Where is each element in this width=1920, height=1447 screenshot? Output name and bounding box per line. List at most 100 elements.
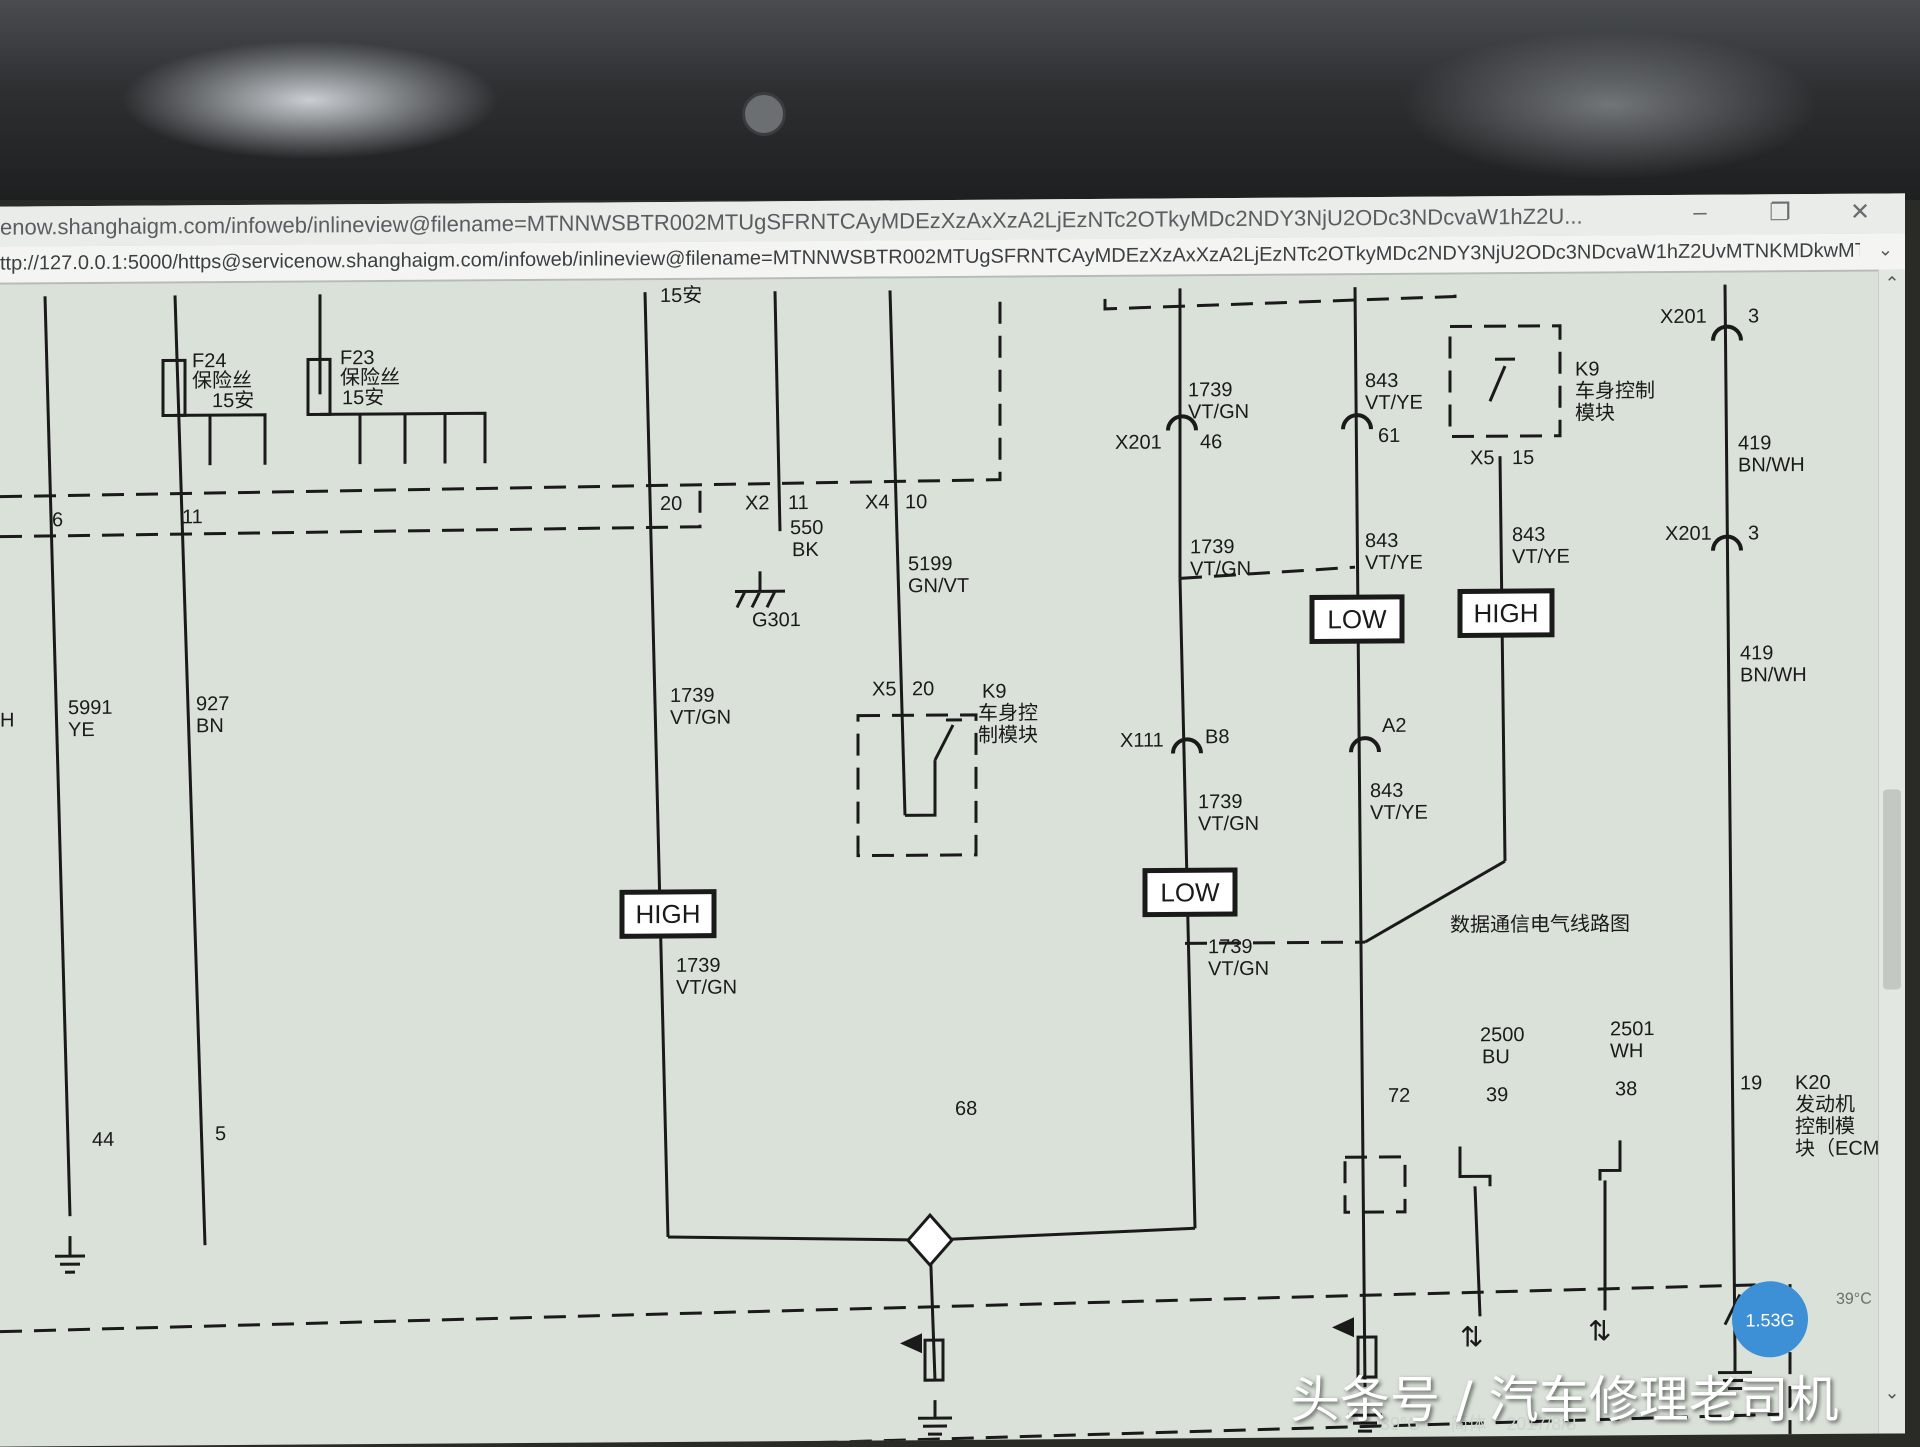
wire-number: 1739 xyxy=(676,955,720,977)
wire-color: BN xyxy=(196,715,224,737)
pin-label: 19 xyxy=(1740,1072,1762,1094)
pin-label: 5 xyxy=(215,1123,226,1145)
low-label: LOW xyxy=(1327,604,1387,634)
wire-number: 419 xyxy=(1740,642,1773,664)
wire-color: VT/GN xyxy=(676,977,737,999)
connector-icons xyxy=(1168,326,1741,753)
signal-boxes: HIGH LOW LOW HIGH xyxy=(622,591,1552,936)
wire-number: 550 xyxy=(790,517,823,539)
wire-number: 5991 xyxy=(68,697,112,719)
connector-label: X201 xyxy=(1115,432,1162,454)
browser-window: enow.shanghaigm.com/infoweb/inlineview@f… xyxy=(0,193,1905,1446)
vertical-scrollbar[interactable]: ⌃ ⌄ xyxy=(1878,269,1905,1433)
pin-label: B8 xyxy=(1205,726,1229,748)
wire-number: 927 xyxy=(196,693,229,715)
pin-label: 46 xyxy=(1200,431,1222,453)
wire-number: 1739 xyxy=(1198,791,1242,813)
wire-color: YE xyxy=(68,719,95,741)
module-name: 块（ECM xyxy=(1795,1137,1879,1161)
fuse-icon xyxy=(163,360,185,415)
wire-color: VT/GN xyxy=(1190,558,1251,580)
wire-color: VT/GN xyxy=(670,707,731,729)
pin-label: 20 xyxy=(912,678,934,700)
diagram-labels: 15安 F24 保险丝 15安 F23 保险丝 15安 6 11 20 X2 1… xyxy=(0,276,1879,1173)
wire-number: 419 xyxy=(1738,432,1771,454)
pin-label: 68 xyxy=(955,1098,977,1120)
connector-label: X4 xyxy=(865,491,889,513)
pin-label: 72 xyxy=(1388,1085,1410,1107)
pin-label: 6 xyxy=(52,509,63,531)
module-id: K9 xyxy=(982,681,1006,703)
bidirectional-arrow-icon: ⇅ xyxy=(1460,1321,1483,1352)
wire-number: 843 xyxy=(1365,370,1398,392)
connector-label: X201 xyxy=(1660,306,1707,328)
connector-label: X5 xyxy=(1470,447,1494,469)
wire-color: BK xyxy=(792,539,819,561)
module-name: 发动机 xyxy=(1795,1093,1855,1116)
connector-label: X201 xyxy=(1665,523,1712,545)
connector-label: X2 xyxy=(745,492,769,514)
splice-diamond-icon xyxy=(908,1215,952,1265)
fuse-rating: 15安 xyxy=(342,386,384,409)
low-label: LOW xyxy=(1160,877,1220,907)
switch-icons xyxy=(935,358,1740,1331)
light-glare xyxy=(120,40,500,160)
module-name: 制模块 xyxy=(978,723,1038,746)
wire-number: 2500 xyxy=(1480,1024,1524,1046)
wire-number: 1739 xyxy=(1208,936,1252,958)
wire-color: VT/GN xyxy=(1188,401,1249,423)
wire-number: 843 xyxy=(1365,530,1398,552)
pin-label: 10 xyxy=(905,491,927,513)
wire-color: GN/VT xyxy=(908,575,969,597)
webcam-icon xyxy=(742,92,786,136)
wire-color: VT/YE xyxy=(1365,392,1423,414)
module-name: 模块 xyxy=(1575,401,1615,424)
temp-value: 39°C xyxy=(1836,1291,1872,1308)
pin-label: 44 xyxy=(92,1129,114,1151)
fuse-id: F23 xyxy=(340,347,374,369)
chevron-up-icon[interactable]: ⌃ xyxy=(1881,273,1903,294)
wire-color: WH xyxy=(1610,1040,1643,1062)
wire-number: 1739 xyxy=(1190,536,1234,558)
pin-label: A2 xyxy=(1382,715,1406,737)
wire-color: VT/YE xyxy=(1370,802,1428,824)
connector-label: X5 xyxy=(872,678,896,700)
module-id: K9 xyxy=(1575,358,1599,380)
top-cut-label: 15安 xyxy=(660,284,702,307)
light-glare xyxy=(1400,30,1820,180)
wire-color: BU xyxy=(1482,1046,1510,1068)
pin-label: 3 xyxy=(1748,305,1759,327)
fuse-rating: 15安 xyxy=(212,389,254,412)
ground-label: G301 xyxy=(752,609,801,631)
monitor-bezel xyxy=(0,0,1920,200)
high-label: HIGH xyxy=(1474,598,1539,628)
pin-label: 3 xyxy=(1748,522,1759,544)
fuse-id: F24 xyxy=(192,350,226,372)
fuse-name: 保险丝 xyxy=(340,366,400,389)
pin-label: 38 xyxy=(1615,1078,1637,1100)
high-label: HIGH xyxy=(636,899,701,929)
pin-label: 11 xyxy=(788,492,809,514)
chevron-down-icon[interactable]: ⌄ xyxy=(1881,1382,1903,1403)
data-comm-title: 数据通信电气线路图 xyxy=(1450,912,1630,936)
fuse-name: 保险丝 xyxy=(192,369,252,392)
wire-color: H xyxy=(0,710,14,732)
pin-label: 39 xyxy=(1486,1084,1508,1106)
wire-number: 1739 xyxy=(670,685,714,707)
wire-number: 1739 xyxy=(1188,379,1232,401)
module-id: K20 xyxy=(1795,1072,1831,1094)
pin-label: 11 xyxy=(182,506,203,528)
pin-label: 20 xyxy=(660,493,682,515)
wire-color: VT/YE xyxy=(1365,552,1423,574)
pin-label: 61 xyxy=(1378,425,1400,447)
wire-number: 2501 xyxy=(1610,1018,1654,1040)
wiring-diagram: HIGH LOW LOW HIGH 15安 F24 保险丝 15安 F23 保险… xyxy=(0,193,1905,1446)
connector-label: X111 xyxy=(1120,730,1164,752)
wire-number: 843 xyxy=(1370,780,1403,802)
module-name: 车身控制 xyxy=(1575,379,1655,403)
bidirectional-arrow-icon: ⇅ xyxy=(1588,1315,1611,1346)
module-name: 车身控 xyxy=(978,701,1038,724)
wire-number: 5199 xyxy=(908,553,952,575)
watermark-text: 头条号 / 汽车修理老司机 xyxy=(1290,1360,1839,1432)
scrollbar-thumb[interactable] xyxy=(1883,789,1901,989)
